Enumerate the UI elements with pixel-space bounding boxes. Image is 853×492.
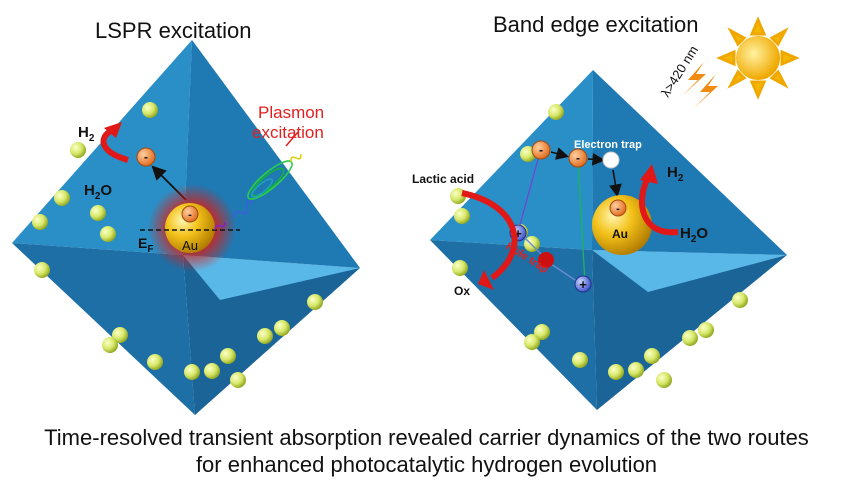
electron-to-trap-arrow <box>587 152 606 166</box>
caption-line-1: Time-resolved transient absorption revea… <box>44 425 809 450</box>
ox-label: Ox <box>454 284 470 298</box>
right-au-label: Au <box>612 227 628 241</box>
right-h2o-label: H2O <box>680 225 708 245</box>
left-particles <box>32 102 323 388</box>
left-h2-evolution-arrow <box>100 127 129 163</box>
left-panel: LSPR excitation <box>12 18 360 415</box>
right-h2-evolution-arrow <box>639 176 679 236</box>
electron-trap-label: Electron trap <box>574 139 642 151</box>
right-panel-title: Band edge excitation <box>493 12 699 37</box>
electron-trap <box>602 151 620 169</box>
left-h2-arrowhead <box>104 122 122 138</box>
wavelength-label: λ>420 nm <box>658 43 701 100</box>
left-h2-label: H2 <box>78 124 95 144</box>
oxidation-arrowhead <box>478 270 494 290</box>
plasmon-label-line2: excitation <box>252 123 324 142</box>
left-electron-symbol: - <box>144 150 148 164</box>
excitation-path-1 <box>517 151 541 233</box>
left-au-label: Au <box>182 238 198 253</box>
right-electron-2-symbol: - <box>576 151 580 165</box>
left-h2o-label: H2O <box>84 182 112 202</box>
plasmon-pointer-line <box>285 131 299 147</box>
caption-line-2: for enhanced photocatalytic hydrogen evo… <box>195 452 658 477</box>
left-au-electron <box>181 205 199 223</box>
left-au-sphere <box>165 203 215 253</box>
hole-trap <box>538 252 554 268</box>
right-hole-2-symbol: + <box>579 277 587 292</box>
plasmon-label-line1: Plasmon <box>258 103 324 122</box>
hole-transfer-path-2 <box>547 261 579 283</box>
left-au-electron-symbol: - <box>188 209 192 221</box>
trap-to-au-arrow <box>609 169 622 198</box>
left-electron <box>136 147 156 167</box>
right-h2-arrowhead <box>640 164 658 184</box>
right-h2-label: H2 <box>667 164 684 184</box>
oxidation-arrow <box>461 190 518 281</box>
right-au-electron <box>609 199 627 217</box>
left-panel-title: LSPR excitation <box>95 18 252 43</box>
right-hole-2 <box>574 275 592 293</box>
electron-hop-arrow <box>550 147 570 160</box>
right-electron-1 <box>531 140 551 160</box>
right-au-sphere <box>592 195 652 255</box>
excitation-path-2 <box>577 159 586 285</box>
right-hole-1-symbol: + <box>514 226 522 241</box>
light-ray-icon <box>682 62 718 108</box>
fermi-level-label: EF <box>138 235 153 255</box>
right-au-electron-symbol: - <box>616 203 620 215</box>
right-electron-1-symbol: - <box>539 143 543 157</box>
sun-icon <box>716 16 800 100</box>
lactic-acid-label: Lactic acid <box>412 172 474 186</box>
light-wave-packet <box>214 153 302 230</box>
right-panel: Band edge excitation λ>420 nm <box>412 12 800 410</box>
